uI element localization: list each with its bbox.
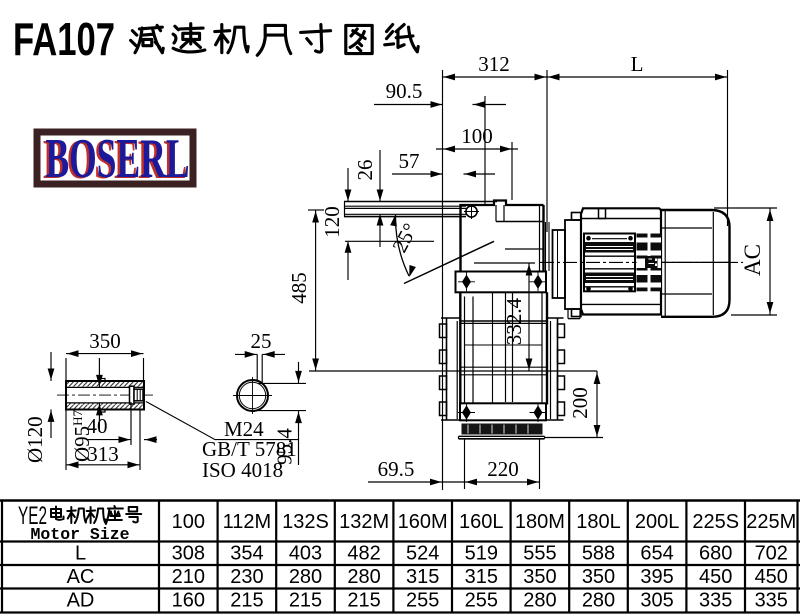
svg-text:FA107: FA107 — [13, 13, 115, 65]
svg-text:90.5: 90.5 — [386, 79, 423, 103]
svg-text:26: 26 — [353, 160, 377, 181]
svg-text:403: 403 — [289, 543, 322, 565]
svg-text:555: 555 — [523, 543, 556, 565]
svg-text:AC: AC — [740, 244, 765, 276]
svg-text:312: 312 — [478, 52, 510, 76]
svg-text:350: 350 — [89, 329, 121, 353]
svg-text:GB/T 5781: GB/T 5781 — [202, 437, 297, 461]
svg-text:308: 308 — [172, 543, 205, 565]
svg-text:BOSERL: BOSERL — [43, 129, 187, 191]
svg-text:95.4: 95.4 — [273, 428, 297, 465]
svg-text:100: 100 — [172, 511, 205, 533]
svg-text:702: 702 — [755, 543, 788, 565]
svg-text:69.5: 69.5 — [378, 457, 415, 481]
svg-text:654: 654 — [640, 543, 673, 565]
svg-text:M24: M24 — [224, 417, 264, 441]
svg-text:450: 450 — [755, 566, 788, 588]
svg-text:524: 524 — [406, 543, 439, 565]
svg-text:Motor Size: Motor Size — [30, 525, 129, 544]
svg-text:210: 210 — [172, 566, 205, 588]
svg-text:215: 215 — [347, 590, 380, 612]
svg-text:200L: 200L — [635, 511, 680, 533]
svg-text:AD: AD — [67, 590, 95, 612]
svg-text:482: 482 — [347, 543, 380, 565]
svg-text:485: 485 — [287, 272, 311, 304]
svg-text:315: 315 — [465, 566, 498, 588]
svg-text:BOSERL: BOSERL — [46, 128, 190, 190]
svg-text:57: 57 — [399, 149, 420, 173]
svg-text:Ø120: Ø120 — [23, 416, 47, 463]
svg-text:225M: 225M — [746, 511, 796, 533]
svg-text:160L: 160L — [459, 511, 504, 533]
svg-text:305: 305 — [640, 590, 673, 612]
svg-text:100: 100 — [461, 124, 493, 148]
svg-text:350: 350 — [582, 566, 615, 588]
svg-text:25: 25 — [251, 329, 272, 353]
svg-text:215: 215 — [230, 590, 263, 612]
svg-text:280: 280 — [582, 590, 615, 612]
svg-text:230: 230 — [230, 566, 263, 588]
svg-text:335: 335 — [755, 590, 788, 612]
svg-text:L: L — [75, 543, 86, 565]
svg-text:225S: 225S — [692, 511, 739, 533]
svg-text:AC: AC — [67, 566, 95, 588]
svg-text:335: 335 — [699, 590, 732, 612]
svg-text:315: 315 — [406, 566, 439, 588]
svg-text:450: 450 — [699, 566, 732, 588]
svg-text:519: 519 — [465, 543, 498, 565]
svg-text:280: 280 — [289, 566, 322, 588]
svg-text:132S: 132S — [282, 511, 329, 533]
svg-text:160M: 160M — [398, 511, 448, 533]
svg-text:313: 313 — [87, 442, 119, 466]
svg-text:YE2: YE2 — [18, 502, 47, 530]
svg-text:132M: 132M — [339, 511, 389, 533]
svg-text:L: L — [631, 52, 644, 76]
svg-text:40: 40 — [87, 414, 108, 438]
svg-text:354: 354 — [230, 543, 263, 565]
svg-text:120: 120 — [320, 206, 344, 238]
svg-text:215: 215 — [289, 590, 322, 612]
svg-text:160: 160 — [172, 590, 205, 612]
svg-text:200: 200 — [568, 387, 592, 419]
svg-text:588: 588 — [582, 543, 615, 565]
svg-text:395: 395 — [640, 566, 673, 588]
svg-text:ISO 4018: ISO 4018 — [202, 458, 283, 482]
svg-text:220: 220 — [487, 457, 519, 481]
svg-text:112M: 112M — [223, 511, 272, 533]
svg-text:180L: 180L — [576, 511, 621, 533]
svg-text:180M: 180M — [515, 511, 565, 533]
svg-text:680: 680 — [699, 543, 732, 565]
svg-text:255: 255 — [406, 590, 439, 612]
svg-text:255: 255 — [465, 590, 498, 612]
svg-text:280: 280 — [523, 590, 556, 612]
svg-text:280: 280 — [347, 566, 380, 588]
svg-text:350: 350 — [523, 566, 556, 588]
